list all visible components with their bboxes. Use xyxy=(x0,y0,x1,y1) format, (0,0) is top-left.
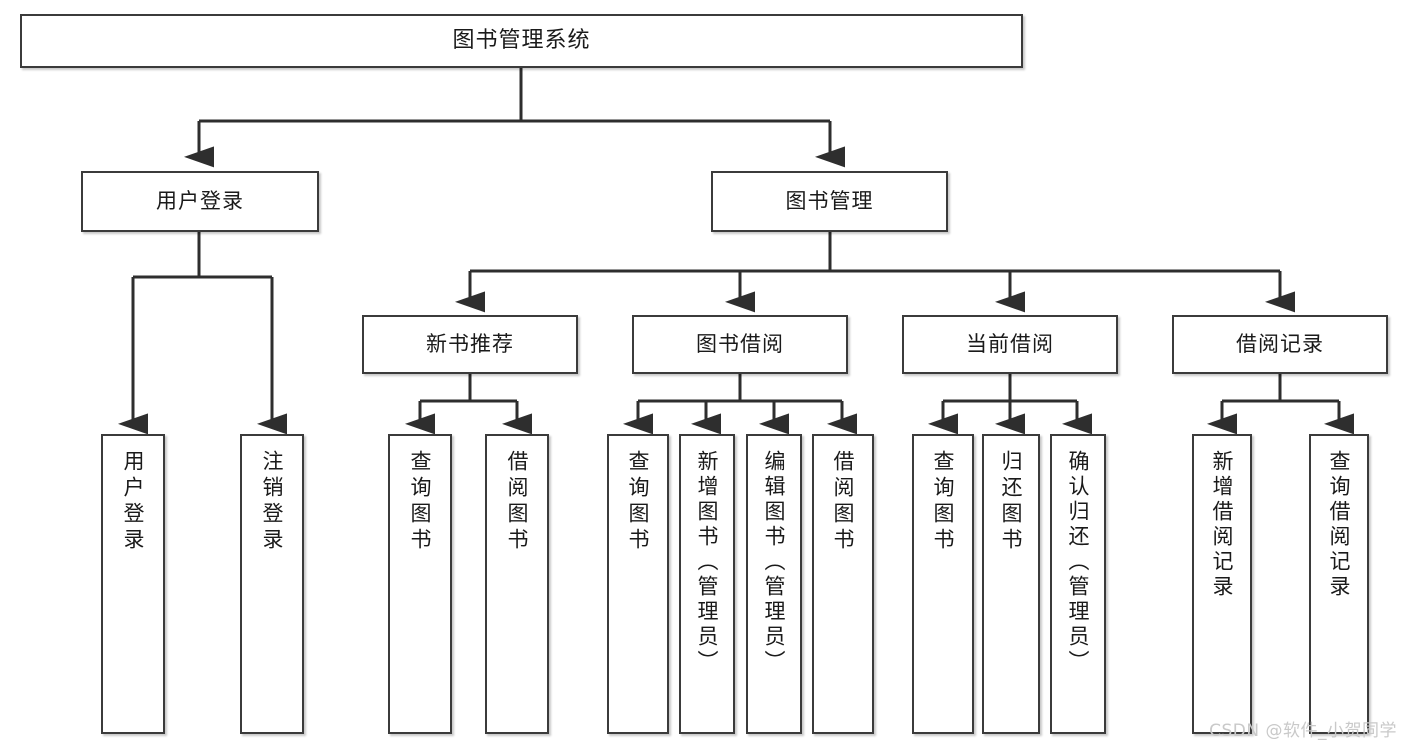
node-label: 用户登录 xyxy=(121,450,146,554)
node-label: 借阅记录 xyxy=(1236,332,1324,357)
leaf-borrow-book-borrow[interactable]: 借阅图书 xyxy=(812,434,874,734)
node-label: 图书借阅 xyxy=(696,332,784,357)
node-label: 注销登录 xyxy=(260,450,285,554)
node-label: 查询借阅记录 xyxy=(1327,450,1352,600)
node-label: 查询图书 xyxy=(931,450,956,554)
node-label: 当前借阅 xyxy=(966,332,1054,357)
node-label: 新增图书（管理员） xyxy=(695,450,720,675)
csdn-watermark: CSDN @软件_小贺同学 xyxy=(1209,721,1397,741)
node-current-borrow[interactable]: 当前借阅 xyxy=(902,315,1118,374)
node-borrow-record[interactable]: 借阅记录 xyxy=(1172,315,1388,374)
node-new-book-recommend[interactable]: 新书推荐 xyxy=(362,315,578,374)
node-label: 确认归还（管理员） xyxy=(1066,450,1091,675)
leaf-confirm-return-admin[interactable]: 确认归还（管理员） xyxy=(1050,434,1106,734)
leaf-add-borrow-record[interactable]: 新增借阅记录 xyxy=(1192,434,1252,734)
leaf-query-book-recommend[interactable]: 查询图书 xyxy=(388,434,452,734)
leaf-user-login[interactable]: 用户登录 xyxy=(101,434,165,734)
leaf-query-book-borrow[interactable]: 查询图书 xyxy=(607,434,669,734)
leaf-logout-login[interactable]: 注销登录 xyxy=(240,434,304,734)
node-label: 借阅图书 xyxy=(831,450,856,554)
leaf-edit-book-admin[interactable]: 编辑图书（管理员） xyxy=(746,434,802,734)
node-label: 查询图书 xyxy=(626,450,651,554)
node-label: 归还图书 xyxy=(999,450,1024,554)
leaf-query-borrow-record[interactable]: 查询借阅记录 xyxy=(1309,434,1369,734)
leaf-query-book-current[interactable]: 查询图书 xyxy=(912,434,974,734)
node-label: 新增借阅记录 xyxy=(1210,450,1235,600)
node-label: 编辑图书（管理员） xyxy=(762,450,787,675)
leaf-add-book-admin[interactable]: 新增图书（管理员） xyxy=(679,434,735,734)
node-label: 查询图书 xyxy=(408,450,433,554)
node-book-borrow[interactable]: 图书借阅 xyxy=(632,315,848,374)
node-book-manage[interactable]: 图书管理 xyxy=(711,171,948,232)
node-root-system[interactable]: 图书管理系统 xyxy=(20,14,1023,68)
node-label: 新书推荐 xyxy=(426,332,514,357)
leaf-return-book[interactable]: 归还图书 xyxy=(982,434,1040,734)
node-user-login[interactable]: 用户登录 xyxy=(81,171,319,232)
node-label: 图书管理系统 xyxy=(452,28,591,54)
leaf-borrow-book-recommend[interactable]: 借阅图书 xyxy=(485,434,549,734)
node-label: 图书管理 xyxy=(785,189,874,214)
node-label: 用户登录 xyxy=(156,189,244,214)
node-label: 借阅图书 xyxy=(505,450,530,554)
